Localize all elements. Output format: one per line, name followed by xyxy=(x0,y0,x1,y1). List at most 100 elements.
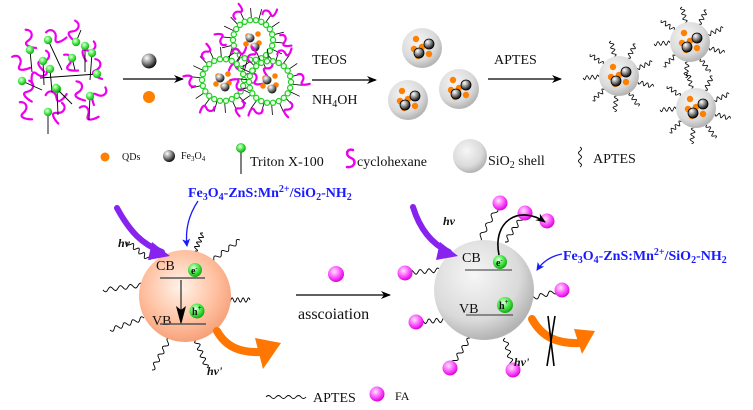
qd-particle xyxy=(425,50,433,58)
surfactant-head xyxy=(266,25,274,33)
surfactant-head xyxy=(262,51,270,59)
aptes-chain xyxy=(109,316,145,332)
association-label: asscoiation xyxy=(298,306,369,323)
aptes-chain xyxy=(663,54,676,68)
surfactant-head xyxy=(258,97,265,105)
cyclohexane-molecule xyxy=(296,72,311,86)
triton-legend-label: Triton X-100 xyxy=(250,155,324,170)
surfactant-tail xyxy=(270,48,283,55)
left-transition-arrowhead-icon xyxy=(176,306,186,325)
right-label-pointer-arrow xyxy=(536,253,563,271)
surfactant-head xyxy=(286,84,294,92)
surfactant-head xyxy=(222,56,230,63)
aptes-step-label: APTES xyxy=(494,53,537,68)
nh4oh-label: NH4OH xyxy=(312,93,357,110)
surfactant-head xyxy=(280,94,287,102)
triton-head xyxy=(92,69,102,79)
qd-particle xyxy=(680,29,688,37)
aptes-chain xyxy=(193,232,205,252)
surfactant-head xyxy=(216,56,224,63)
surfactant-head xyxy=(266,47,274,55)
cyclohexane-molecule xyxy=(279,33,293,48)
cyclohexane-molecule xyxy=(213,32,227,47)
right-excitation-arrowhead-icon xyxy=(436,242,458,260)
surfactant-head xyxy=(229,36,237,44)
surfactant-head xyxy=(268,42,276,49)
aptes-chain xyxy=(582,74,600,81)
left-emission-arrow-icon xyxy=(213,327,266,357)
fa-molecule xyxy=(554,282,570,298)
triton-head xyxy=(85,91,95,101)
left-electron-icon xyxy=(188,263,202,277)
right-electron-icon xyxy=(493,255,507,269)
right-vb-label: VB xyxy=(459,302,478,317)
aptes-chain xyxy=(699,58,711,73)
aptes-chain xyxy=(666,86,681,96)
left-hole-label: h+ xyxy=(192,304,202,318)
surfactant-head xyxy=(228,95,235,103)
triton-tail xyxy=(89,52,93,81)
cyclohexane-legend-icon xyxy=(345,148,356,169)
surfactant-head xyxy=(263,58,271,65)
fa-molecule xyxy=(442,360,458,376)
aptes-chain xyxy=(628,92,640,107)
cyclohexane-molecule xyxy=(283,101,294,119)
fe3o4-particle xyxy=(691,32,703,44)
left-nanoparticle xyxy=(139,250,231,342)
aptes-chain xyxy=(714,112,731,120)
surfactant-head xyxy=(249,90,256,97)
aptes-chain xyxy=(679,6,688,23)
left-label-pointer-arrow xyxy=(182,200,199,247)
aptes-chain xyxy=(683,61,690,79)
fe3o4-particle xyxy=(409,90,421,102)
left-vb-label: VB xyxy=(152,314,171,329)
surfactant-head xyxy=(239,82,247,90)
surfactant-head xyxy=(206,92,213,100)
right-nanoparticle-group: hv CB e- VB h+ hv' Fe3O4-ZnS:Mn2+/SiO2-N… xyxy=(397,195,727,378)
aptes-chain xyxy=(669,120,682,134)
aptes-chain xyxy=(659,106,677,113)
cyclohexane-molecule xyxy=(261,8,279,18)
surfactant-head xyxy=(202,65,209,72)
left-electron-label: e- xyxy=(191,266,197,277)
surfactant-head xyxy=(246,72,254,80)
triton-head xyxy=(17,76,27,86)
surfactant-head xyxy=(253,62,260,70)
surfactant-head xyxy=(232,25,240,33)
teos-label: TEOS xyxy=(312,53,347,68)
cyclohexane-molecule xyxy=(198,104,216,114)
aptes-chain xyxy=(637,60,653,71)
fe3o4-particle xyxy=(399,99,411,111)
triton-head xyxy=(51,83,61,93)
aptes-chain xyxy=(627,43,636,59)
aptes-chain xyxy=(689,127,696,145)
qd-particle xyxy=(260,83,266,89)
surfactant-head xyxy=(246,17,254,24)
aptes-chain xyxy=(209,238,241,264)
surfactant-head xyxy=(252,56,260,63)
cyclohexane-molecule xyxy=(44,90,68,103)
aptes-chain xyxy=(714,92,730,103)
qd-particle xyxy=(255,31,261,37)
fe3o4-particle xyxy=(450,88,462,100)
surfactant-head xyxy=(269,36,277,44)
triton-head xyxy=(25,45,35,55)
triton-head xyxy=(43,35,53,45)
surfactant-head xyxy=(252,17,260,24)
fa-molecule xyxy=(492,195,508,211)
fe3o4-particle xyxy=(413,47,425,59)
qd-particle xyxy=(449,76,457,84)
aptes-chain xyxy=(477,202,501,243)
aptes-functionalized-particles xyxy=(582,6,731,145)
surfactant-head xyxy=(211,95,218,103)
fe3o4-legend-icon xyxy=(163,150,175,162)
cyclohexane-molecule xyxy=(182,74,197,88)
surfactant-head xyxy=(228,57,235,65)
right-composite-label: Fe3O4-ZnS:Mn2+/SiO2-NH2 xyxy=(563,247,727,266)
surfactant-head xyxy=(198,76,206,84)
fe3o4-legend-label: Fe3O4 xyxy=(181,151,206,163)
aptes-chain-legend-icon xyxy=(265,395,307,399)
cyclohexane-molecule xyxy=(234,100,246,118)
triton-tail xyxy=(56,88,59,116)
surfactant-head xyxy=(241,54,248,62)
